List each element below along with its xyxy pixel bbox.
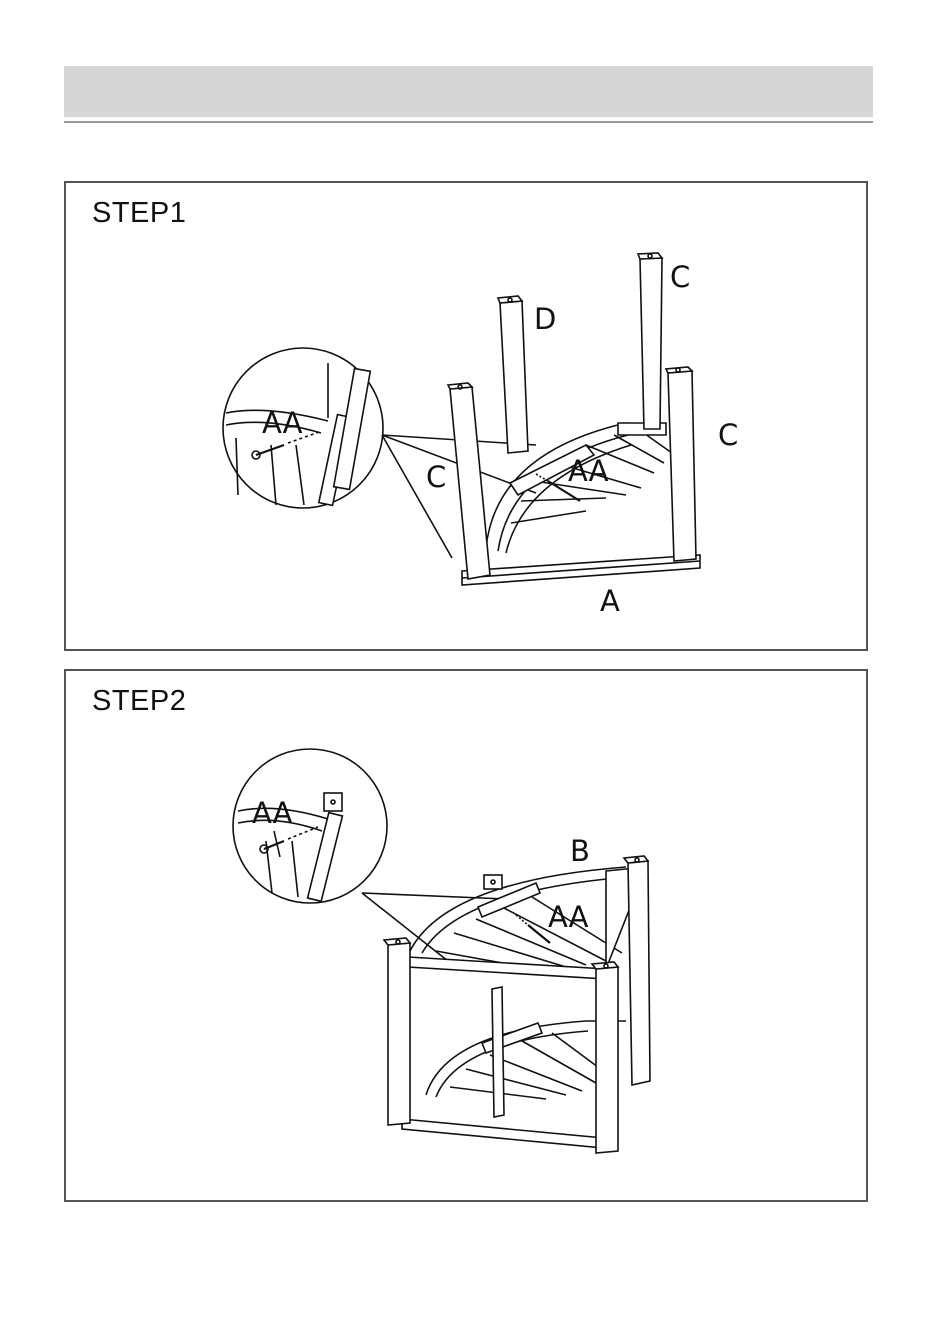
step1-base-board — [462, 555, 700, 585]
step1-panel: STEP1 — [64, 181, 868, 651]
step2-leg-back-right — [624, 856, 650, 1085]
step1-diagram: AA AA C C C D A — [66, 183, 870, 653]
step2-label-aa-main: AA — [548, 900, 589, 934]
step1-label-c-back: C — [670, 260, 690, 294]
step1-label-a: A — [600, 584, 620, 618]
step2-label-aa-zoom: AA — [252, 796, 293, 830]
step1-leg-c-right — [666, 367, 696, 561]
step1-leg-c-back — [638, 253, 662, 429]
step1-zoom-callout — [223, 348, 383, 508]
step1-label-c-front: C — [426, 460, 446, 494]
step2-diagram: AA AA B — [66, 671, 870, 1204]
step1-label-aa-zoom: AA — [262, 406, 303, 440]
step2-leg-front-right — [592, 962, 618, 1153]
step1-label-d: D — [534, 302, 556, 336]
step2-label-b: B — [570, 834, 590, 868]
step1-label-aa-main: AA — [568, 454, 609, 488]
header-divider — [64, 121, 873, 123]
step1-label-c-right: C — [718, 418, 738, 452]
step2-panel: STEP2 — [64, 669, 868, 1202]
step2-leg-front-left — [384, 938, 410, 1125]
header-band — [64, 66, 873, 117]
step1-leg-d — [498, 296, 528, 453]
step1-leg-c-front — [448, 383, 490, 579]
